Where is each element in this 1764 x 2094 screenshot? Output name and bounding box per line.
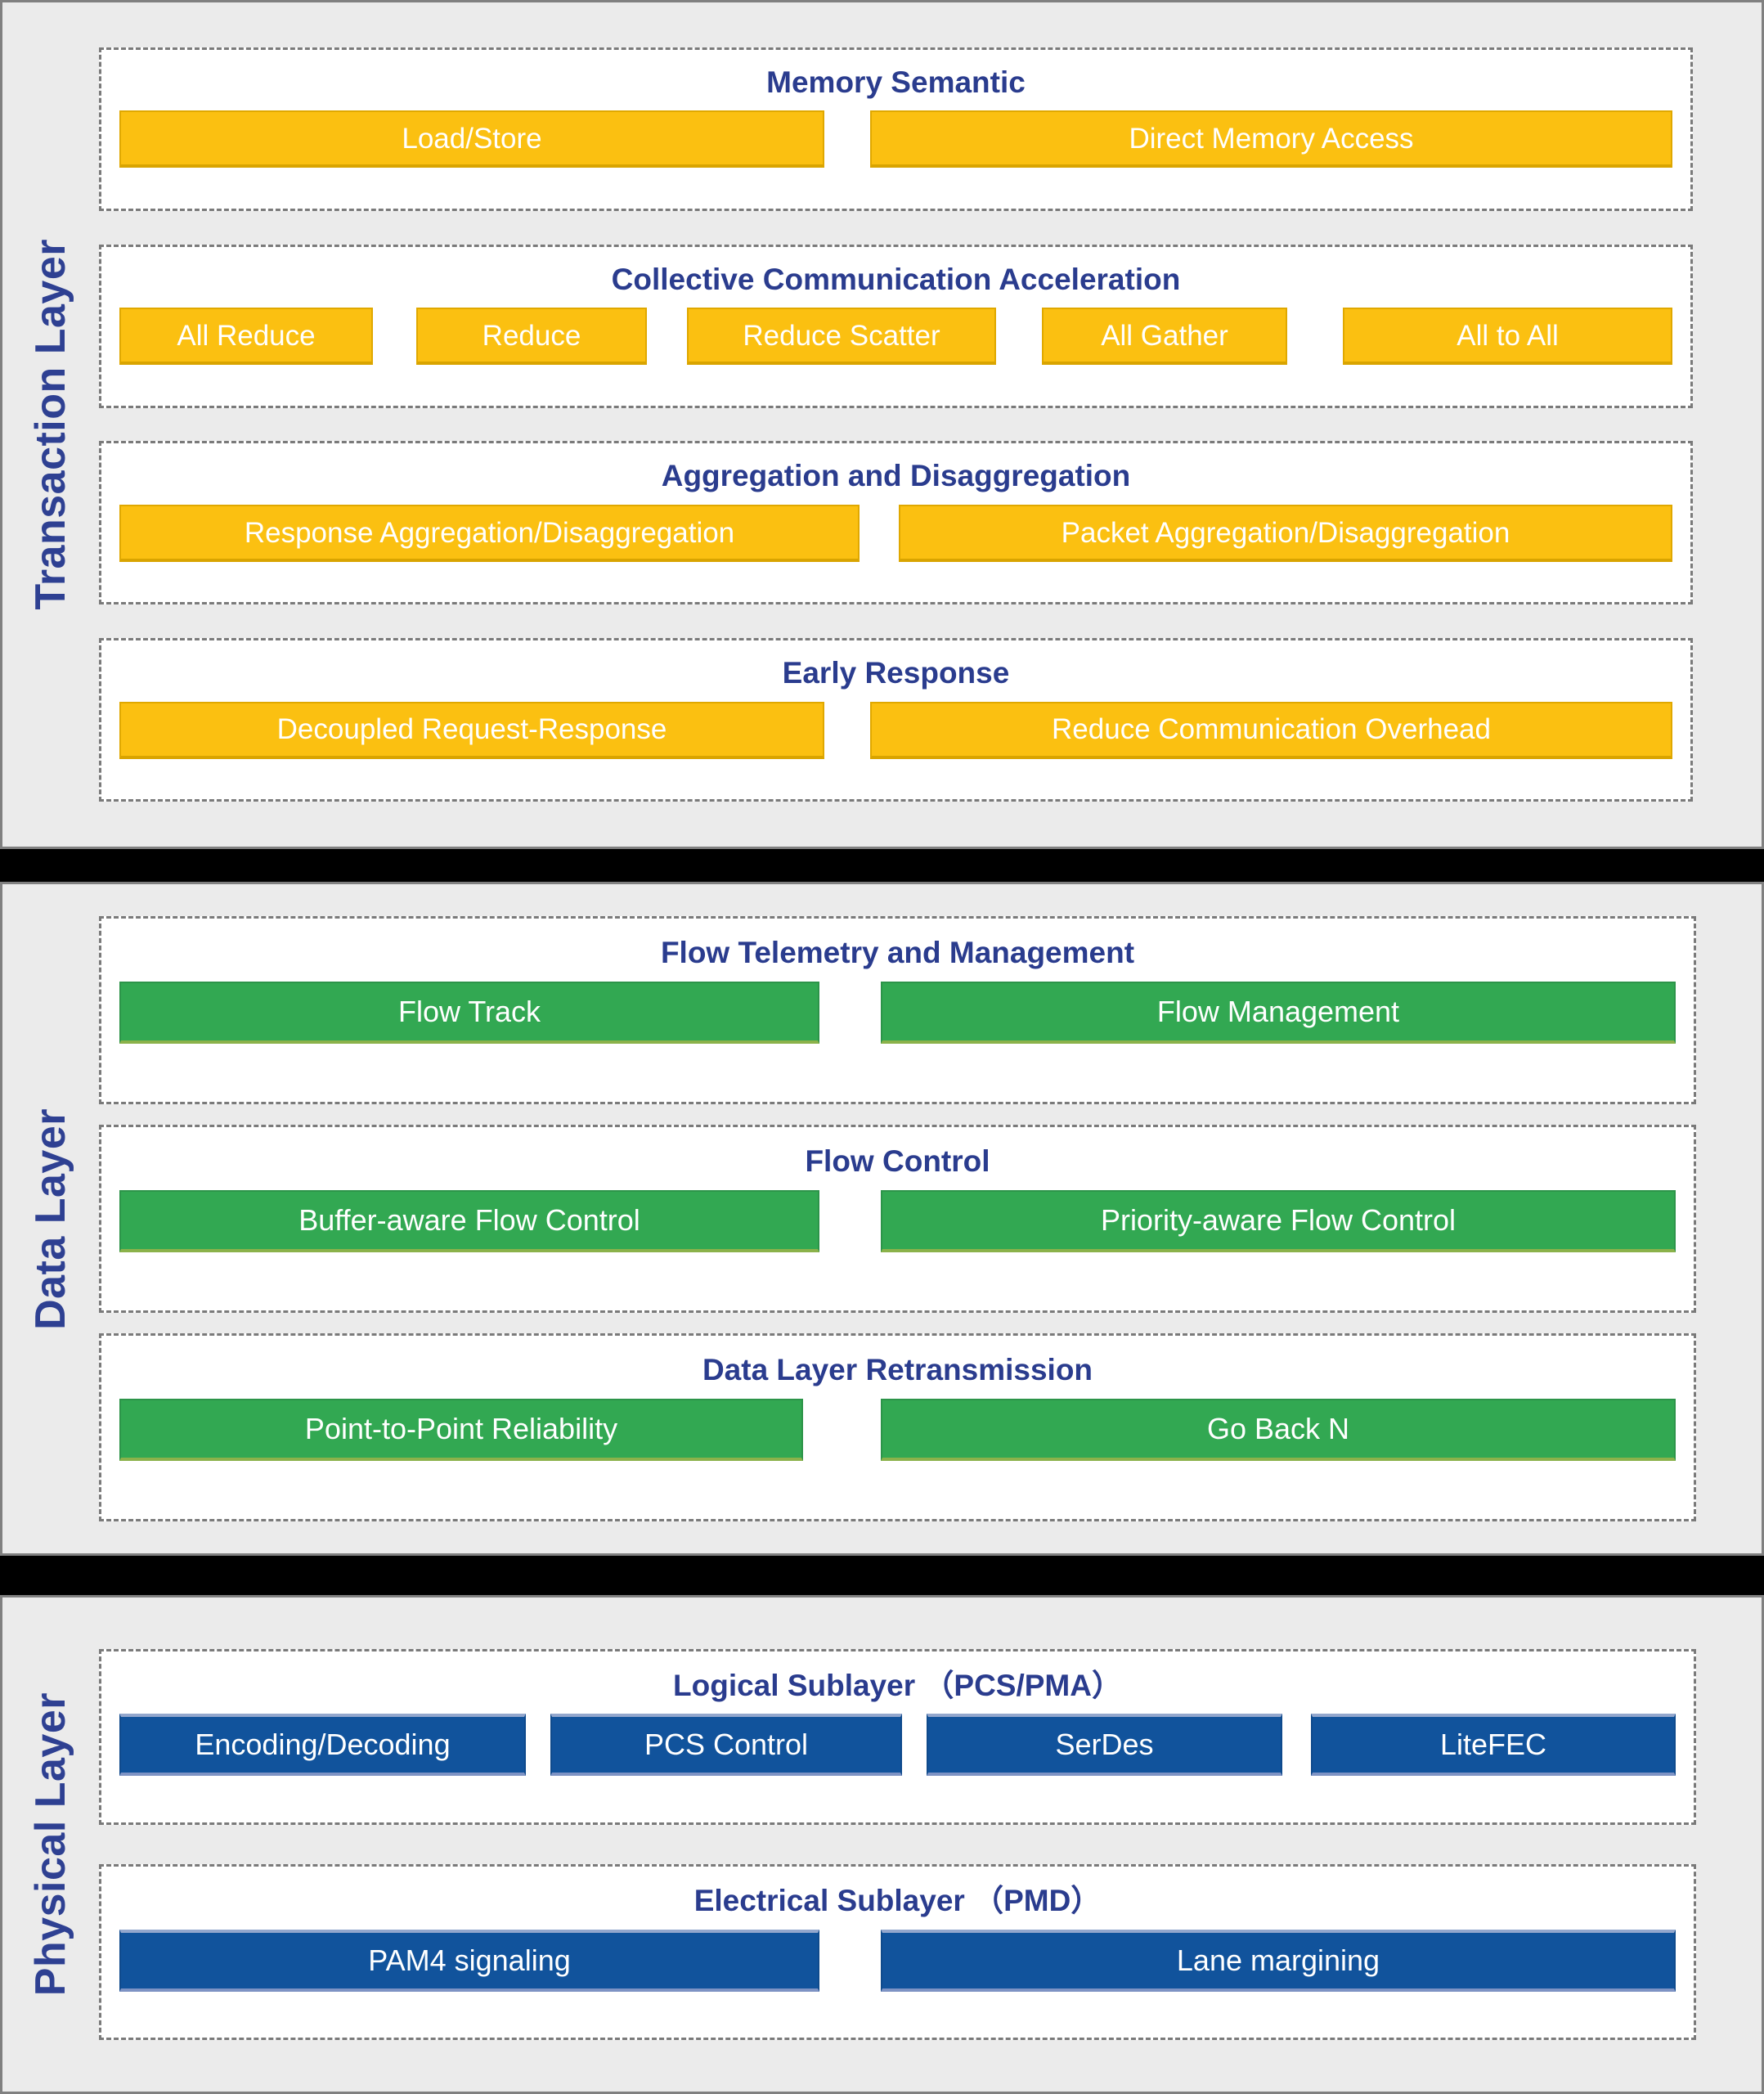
spacer: [373, 308, 416, 365]
layer-physical-body: Logical Sublayer （PCS/PMA） Encoding/Deco…: [99, 1597, 1762, 2092]
item-direct-memory-access[interactable]: Direct Memory Access: [870, 110, 1672, 169]
layer-separator-1: [0, 849, 1764, 882]
group-early-response: Early Response Decoupled Request-Respons…: [99, 638, 1693, 802]
item-pam4-signaling[interactable]: PAM4 signaling: [119, 1930, 819, 1992]
layer-transaction-body: Memory Semantic Load/Store Direct Memory…: [99, 2, 1762, 847]
spacer: [996, 308, 1042, 365]
group-collective-communication: Collective Communication Acceleration Al…: [99, 244, 1693, 408]
item-point-to-point-reliability[interactable]: Point-to-Point Reliability: [119, 1398, 803, 1461]
item-response-aggregation-disaggregation[interactable]: Response Aggregation/Disaggregation: [119, 505, 860, 563]
spacer: [824, 702, 870, 759]
item-flow-track[interactable]: Flow Track: [119, 981, 819, 1044]
item-flow-management[interactable]: Flow Management: [881, 981, 1676, 1044]
item-reduce-scatter[interactable]: Reduce Scatter: [687, 308, 996, 366]
group-memory-semantic: Memory Semantic Load/Store Direct Memory…: [99, 47, 1693, 211]
layer-transaction-title-column: Transaction Layer: [2, 2, 99, 847]
group-flow-control-title: Flow Control: [805, 1144, 990, 1178]
group-collective-communication-items: All Reduce Reduce Reduce Scatter All Gat…: [119, 308, 1672, 366]
item-reduce[interactable]: Reduce: [416, 308, 647, 366]
item-encoding-decoding[interactable]: Encoding/Decoding: [119, 1714, 526, 1777]
group-memory-semantic-items: Load/Store Direct Memory Access: [119, 110, 1672, 169]
spacer: [902, 1714, 927, 1776]
group-aggregation-disaggregation-title: Aggregation and Disaggregation: [661, 459, 1131, 493]
group-collective-communication-title: Collective Communication Acceleration: [611, 262, 1181, 296]
spacer: [860, 505, 899, 562]
item-priority-aware-flow-control[interactable]: Priority-aware Flow Control: [881, 1189, 1676, 1252]
layer-physical-title-column: Physical Layer: [2, 1597, 99, 2092]
spacer: [819, 1930, 881, 1992]
group-flow-telemetry: Flow Telemetry and Management Flow Track…: [99, 916, 1696, 1104]
group-data-layer-retransmission-items: Point-to-Point Reliability Go Back N: [119, 1398, 1676, 1461]
spacer: [819, 982, 881, 1044]
item-reduce-communication-overhead[interactable]: Reduce Communication Overhead: [870, 701, 1672, 759]
item-serdes[interactable]: SerDes: [927, 1714, 1282, 1777]
group-logical-sublayer: Logical Sublayer （PCS/PMA） Encoding/Deco…: [99, 1648, 1696, 1825]
item-pcs-control[interactable]: PCS Control: [550, 1714, 902, 1777]
layer-physical-title: Physical Layer: [27, 1692, 74, 1997]
item-go-back-n[interactable]: Go Back N: [881, 1398, 1676, 1461]
item-all-gather[interactable]: All Gather: [1042, 308, 1287, 366]
layer-transaction-title: Transaction Layer: [27, 239, 74, 610]
group-early-response-items: Decoupled Request-Response Reduce Commun…: [119, 701, 1672, 759]
group-early-response-title: Early Response: [782, 656, 1010, 690]
group-logical-sublayer-title: Logical Sublayer （PCS/PMA）: [673, 1668, 1122, 1702]
group-flow-control: Flow Control Buffer-aware Flow Control P…: [99, 1125, 1696, 1313]
spacer: [1287, 308, 1343, 365]
layer-transaction: Transaction Layer Memory Semantic Load/S…: [0, 0, 1764, 849]
spacer: [803, 1399, 881, 1461]
layer-data-title: Data Layer: [27, 1108, 74, 1330]
item-load-store[interactable]: Load/Store: [119, 110, 824, 169]
item-buffer-aware-flow-control[interactable]: Buffer-aware Flow Control: [119, 1189, 819, 1252]
group-logical-sublayer-items: Encoding/Decoding PCS Control SerDes Lit…: [119, 1714, 1676, 1777]
group-data-layer-retransmission-title: Data Layer Retransmission: [702, 1353, 1093, 1386]
group-aggregation-disaggregation: Aggregation and Disaggregation Response …: [99, 441, 1693, 605]
spacer: [824, 110, 870, 168]
group-aggregation-disaggregation-items: Response Aggregation/Disaggregation Pack…: [119, 505, 1672, 563]
item-lane-margining[interactable]: Lane margining: [881, 1930, 1676, 1992]
group-flow-telemetry-items: Flow Track Flow Management: [119, 981, 1676, 1044]
layer-data-title-column: Data Layer: [2, 884, 99, 1553]
group-flow-control-items: Buffer-aware Flow Control Priority-aware…: [119, 1189, 1676, 1252]
spacer: [819, 1190, 881, 1252]
layer-separator-2: [0, 1556, 1764, 1595]
item-decoupled-request-response[interactable]: Decoupled Request-Response: [119, 701, 824, 759]
item-all-to-all[interactable]: All to All: [1343, 308, 1672, 366]
item-litefec[interactable]: LiteFEC: [1311, 1714, 1676, 1777]
group-memory-semantic-title: Memory Semantic: [766, 65, 1026, 99]
layer-physical: Physical Layer Logical Sublayer （PCS/PMA…: [0, 1595, 1764, 2094]
spacer: [1282, 1714, 1311, 1776]
group-electrical-sublayer-items: PAM4 signaling Lane margining: [119, 1930, 1676, 1992]
group-data-layer-retransmission: Data Layer Retransmission Point-to-Point…: [99, 1333, 1696, 1521]
group-electrical-sublayer-title: Electrical Sublayer （PMD）: [693, 1884, 1102, 1918]
group-electrical-sublayer: Electrical Sublayer （PMD） PAM4 signaling…: [99, 1864, 1696, 2041]
spacer: [526, 1714, 550, 1776]
group-flow-telemetry-title: Flow Telemetry and Management: [660, 936, 1135, 969]
item-all-reduce[interactable]: All Reduce: [119, 308, 373, 366]
item-packet-aggregation-disaggregation[interactable]: Packet Aggregation/Disaggregation: [899, 505, 1672, 563]
layer-data-body: Flow Telemetry and Management Flow Track…: [99, 884, 1762, 1553]
spacer: [647, 308, 687, 365]
layer-data: Data Layer Flow Telemetry and Management…: [0, 882, 1764, 1556]
